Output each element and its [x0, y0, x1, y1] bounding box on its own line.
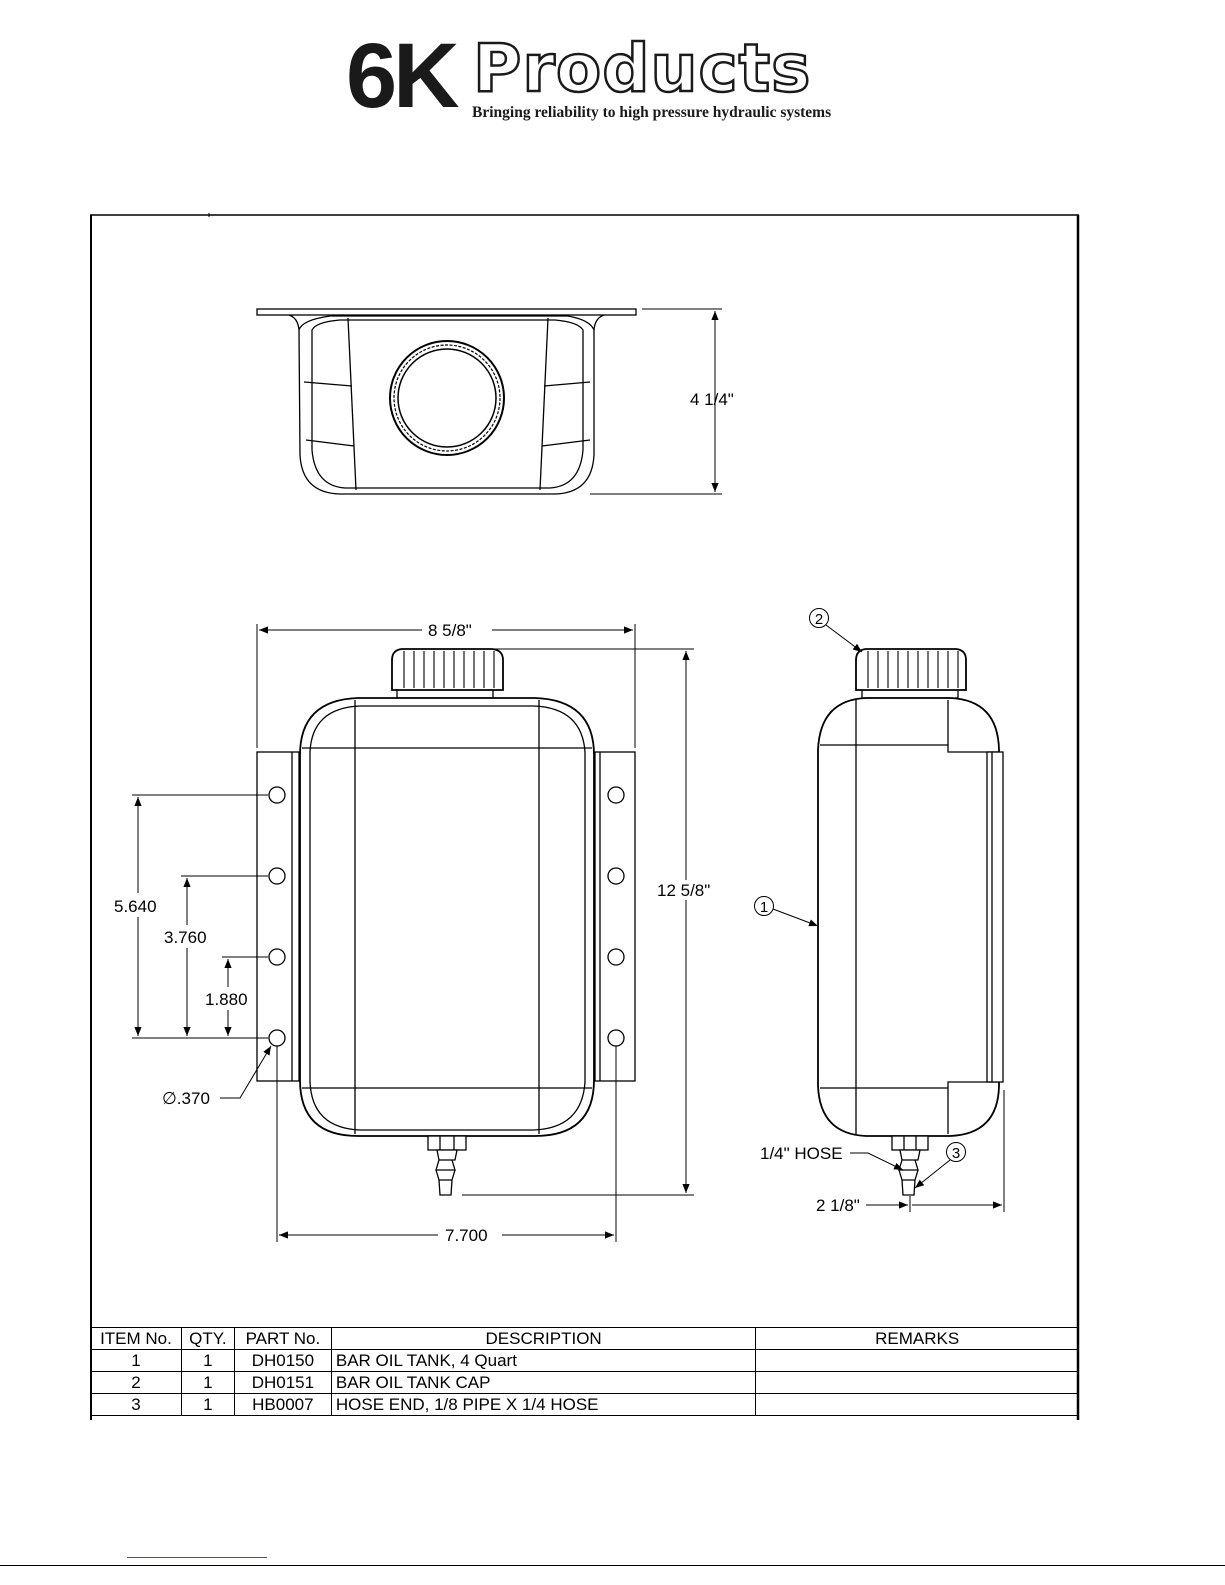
- dim-label-hole-span-3: 1.880: [205, 990, 248, 1009]
- dim-label-mount-spacing: 7.700: [445, 1226, 488, 1245]
- table-row: 3 1 HB0007 HOSE END, 1/8 PIPE X 1/4 HOSE: [91, 1394, 1079, 1416]
- hose-leader: [850, 1153, 903, 1170]
- front-view: [257, 649, 635, 1195]
- dim-label-hole-span-2: 3.760: [164, 928, 207, 947]
- bom-header-item: ITEM No.: [91, 1328, 182, 1350]
- bom-header-description: DESCRIPTION: [331, 1328, 756, 1350]
- dim-label-front-height: 12 5/8": [657, 881, 710, 900]
- balloon-1: 1: [760, 899, 768, 916]
- footer-rule: [0, 1565, 1225, 1566]
- bom-qty: 1: [181, 1350, 234, 1372]
- dim-label-hole-span-1: 5.640: [114, 897, 157, 916]
- balloon-2: 2: [815, 611, 823, 628]
- bom-header-row: ITEM No. QTY. PART No. DESCRIPTION REMAR…: [91, 1328, 1079, 1350]
- bom-remarks: [756, 1394, 1079, 1416]
- dim-hole-spacing: [132, 795, 268, 1038]
- footer-link-underline[interactable]: [127, 1557, 267, 1558]
- balloon-3: 3: [952, 1145, 960, 1162]
- dim-label-side-offset: 2 1/8": [816, 1196, 860, 1215]
- dim-label-hole-diameter: ∅.370: [162, 1089, 210, 1108]
- dim-label-front-width: 8 5/8": [428, 621, 472, 640]
- table-row: 1 1 DH0150 BAR OIL TANK, 4 Quart: [91, 1350, 1079, 1372]
- table-row: 2 1 DH0151 BAR OIL TANK CAP: [91, 1372, 1079, 1394]
- bill-of-materials-table: ITEM No. QTY. PART No. DESCRIPTION REMAR…: [90, 1327, 1079, 1416]
- bom-part: DH0151: [234, 1372, 331, 1394]
- bom-part: HB0007: [234, 1394, 331, 1416]
- bom-part: DH0150: [234, 1350, 331, 1372]
- bom-remarks: [756, 1372, 1079, 1394]
- bom-header-part: PART No.: [234, 1328, 331, 1350]
- side-view: [818, 649, 1003, 1195]
- bom-item: 2: [91, 1372, 182, 1394]
- bom-qty: 1: [181, 1394, 234, 1416]
- dim-label-hose: 1/4" HOSE: [760, 1144, 843, 1163]
- bom-item: 1: [91, 1350, 182, 1372]
- bom-header-remarks: REMARKS: [756, 1328, 1079, 1350]
- bom-qty: 1: [181, 1372, 234, 1394]
- bom-remarks: [756, 1350, 1079, 1372]
- bom-description: BAR OIL TANK CAP: [331, 1372, 756, 1394]
- top-view: [257, 309, 636, 494]
- bom-header-qty: QTY.: [181, 1328, 234, 1350]
- bom-description: BAR OIL TANK, 4 Quart: [331, 1350, 756, 1372]
- bom-item: 3: [91, 1394, 182, 1416]
- dim-label-top-height: 4 1/4": [690, 390, 734, 409]
- bom-description: HOSE END, 1/8 PIPE X 1/4 HOSE: [331, 1394, 756, 1416]
